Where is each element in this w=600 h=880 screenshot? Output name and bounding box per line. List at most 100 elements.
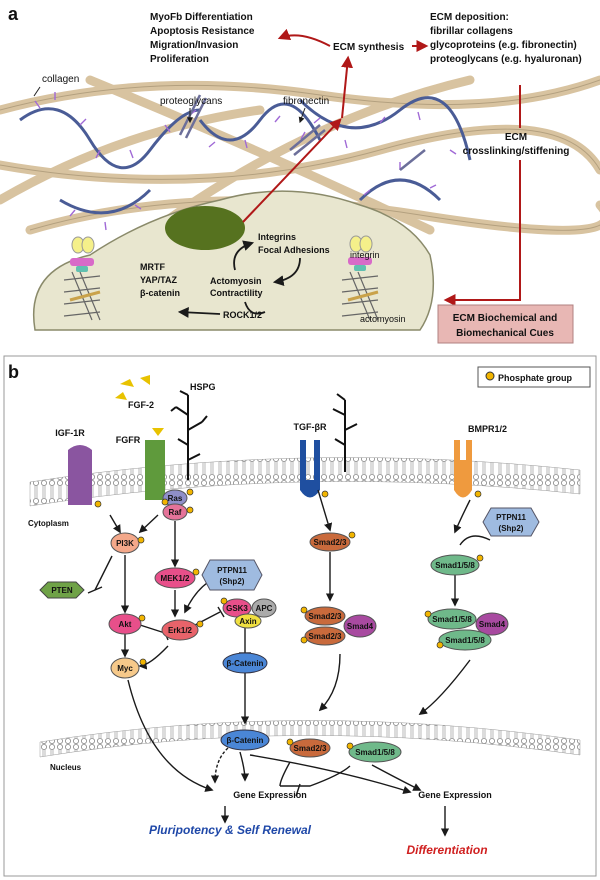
ecm-deposition-item-2: glycoproteins (e.g. fibronectin) xyxy=(430,40,577,51)
smad23-nuc-node xyxy=(289,738,331,758)
smad158-node xyxy=(430,554,480,576)
outcome-4: Proliferation xyxy=(150,54,209,65)
outcome-1: MyoFb Differentiation xyxy=(150,12,253,23)
smad158-nuc-label: Smad1/5/8 xyxy=(355,748,395,757)
myc-node xyxy=(110,657,140,679)
hspg-icon xyxy=(170,390,358,480)
crosslinking-label-1: ECM xyxy=(505,132,527,143)
panel-b: b Phosphate group Cytoplasm Nucleus IGF-… xyxy=(3,355,597,877)
nucleus-label: Nucleus xyxy=(50,763,82,772)
akt-node xyxy=(108,613,142,635)
igf1r-label: IGF-1R xyxy=(55,428,85,438)
ras-label: Ras xyxy=(168,494,183,503)
gene-expression-1: Gene Expression xyxy=(233,790,307,800)
smad4-b-node xyxy=(475,612,509,636)
differentiation-label: Differentiation xyxy=(406,843,487,857)
panel-a-label: a xyxy=(8,4,19,24)
smad23-c1-node xyxy=(304,606,346,626)
bcat-nuc-label: β-Catenin xyxy=(227,736,264,745)
pi3k-node xyxy=(110,532,140,554)
hspg-label: HSPG xyxy=(190,382,216,392)
integrin-right-icon xyxy=(348,235,373,271)
panel-b-frame xyxy=(3,355,597,877)
panel-a: a xyxy=(0,4,600,344)
raf-label: Raf xyxy=(169,508,182,517)
pten-label: PTEN xyxy=(51,586,73,595)
actomyosin-contractility-2: Contractility xyxy=(210,288,263,298)
proteoglycans-label: proteoglycans xyxy=(160,96,222,107)
mek-label: MEK1/2 xyxy=(161,574,190,583)
fibronectin-label: fibronectin xyxy=(283,96,329,107)
smad158-c2-node xyxy=(438,629,492,651)
integrins-fa-1: Integrins xyxy=(258,232,296,242)
ecm-deposition-title: ECM deposition: xyxy=(430,12,509,23)
smad23-node xyxy=(309,532,351,552)
ecm-deposition-item-3: proteoglycans (e.g. hyaluronan) xyxy=(430,54,582,65)
myc-label: Myc xyxy=(117,664,133,673)
fgf2-label: FGF-2 xyxy=(128,400,154,410)
ecm-cues-line-2: Biomechanical Cues xyxy=(456,328,554,339)
erk-label: Erk1/2 xyxy=(168,626,193,635)
bcat-label: β-Catenin xyxy=(227,659,264,668)
rock-label: ROCK1/2 xyxy=(223,310,262,320)
smad23-c2-node xyxy=(304,626,346,646)
actomyosin-contractility-1: Actomyosin xyxy=(210,276,262,286)
integrin-left-icon xyxy=(70,236,95,272)
erk-node xyxy=(161,619,199,641)
actomyosin-left-icon xyxy=(63,271,101,321)
integrin-label: integrin xyxy=(350,250,380,260)
bcatenin-label: β-catenin xyxy=(140,288,180,298)
cytoplasm-label: Cytoplasm xyxy=(28,519,69,528)
gene-expression-2: Gene Expression xyxy=(418,790,492,800)
smad158-label: Smad1/5/8 xyxy=(435,561,475,570)
integrins-fa-2: Focal Adhesions xyxy=(258,245,330,255)
actomyosin-right-icon xyxy=(341,271,379,321)
collagen-label: collagen xyxy=(42,74,79,85)
outcome-3: Migration/Invasion xyxy=(150,40,238,51)
smad4-a-label: Smad4 xyxy=(347,622,374,631)
cell-cycle-arrows xyxy=(177,240,301,318)
ecm-cues-line-1: ECM Biochemical and xyxy=(453,313,557,324)
smad23-c2-label: Smad2/3 xyxy=(309,632,342,641)
ecm-cues-box xyxy=(437,304,574,344)
ptpn11-a-label-2: (Shp2) xyxy=(220,577,245,586)
raf-node xyxy=(162,503,188,521)
smad4-b-label: Smad4 xyxy=(479,620,506,629)
outcomes-list: MyoFb Differentiation Apoptosis Resistan… xyxy=(150,12,255,65)
ptpn11-b-label-2: (Shp2) xyxy=(499,524,524,533)
akt-label: Akt xyxy=(119,620,132,629)
smad158-c1-label: Smad1/5/8 xyxy=(432,615,472,624)
smad158-nuc-node xyxy=(348,741,402,763)
phosphate-groups xyxy=(94,488,484,750)
ecm-deposition-item-1: fibrillar collagens xyxy=(430,26,513,37)
fgfr-label: FGFR xyxy=(116,435,141,445)
pten-node xyxy=(39,581,85,599)
legend-label: Phosphate group xyxy=(498,373,573,383)
panel-b-label: b xyxy=(8,362,19,382)
outcome-2: Apoptosis Resistance xyxy=(150,26,255,37)
bcat-nuc-node xyxy=(220,729,270,751)
axin-node xyxy=(234,613,262,629)
smad23-c1-label: Smad2/3 xyxy=(309,612,342,621)
gsk3-label: GSK3 xyxy=(226,604,248,613)
mek-node xyxy=(154,567,196,589)
bmpr-receptor-icon xyxy=(454,440,472,498)
apc-node xyxy=(251,598,277,618)
bcat-node xyxy=(222,652,268,674)
yaptaz-label: YAP/TAZ xyxy=(140,275,178,285)
pluripotency-label: Pluripotency & Self Renewal xyxy=(149,823,312,837)
crosslinking-label-2: crosslinking/stiffening xyxy=(463,146,570,157)
smad23-label: Smad2/3 xyxy=(314,538,347,547)
tgfbr-receptor-icon xyxy=(300,440,320,498)
ptpn11-b-label-1: PTPN11 xyxy=(496,513,526,522)
legend-box xyxy=(477,366,591,388)
pi3k-label: PI3K xyxy=(116,539,134,548)
nuclear-membrane xyxy=(39,720,581,758)
feedback-arrows xyxy=(242,28,521,306)
actomyosin-label: actomyosin xyxy=(360,314,406,324)
fgf2-ligand-icons xyxy=(115,375,164,436)
ptpn11-b-node xyxy=(482,507,540,537)
smad4-a-node xyxy=(343,614,377,638)
smad158-c2-label: Smad1/5/8 xyxy=(445,636,485,645)
mrtf-label: MRTF xyxy=(140,262,165,272)
